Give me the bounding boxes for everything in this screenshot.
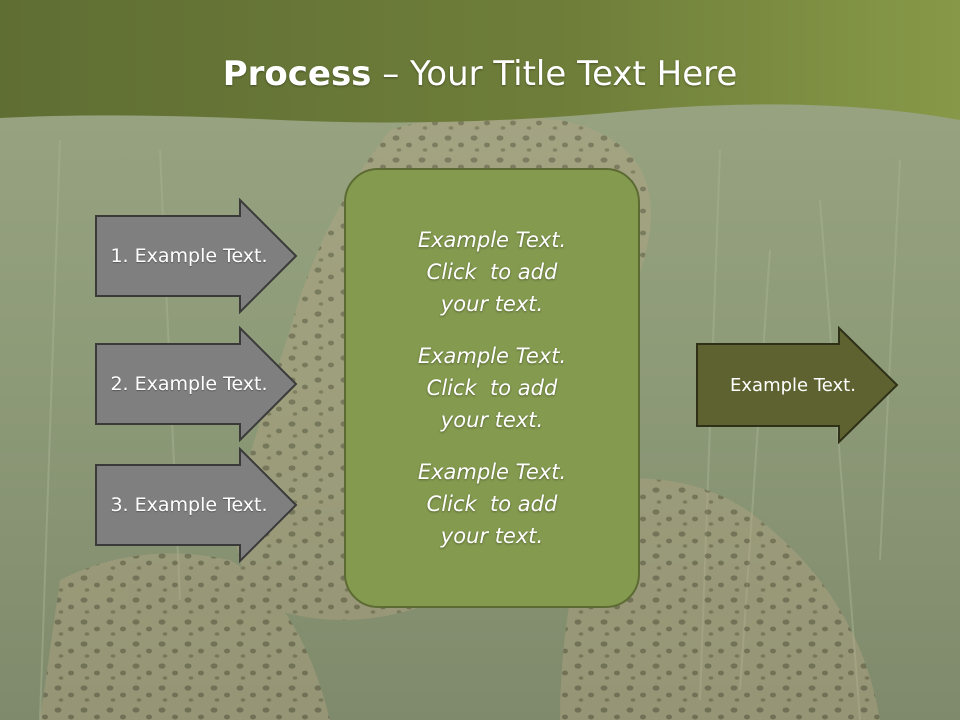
slide-title-rest: – Your Title Text Here [371, 54, 738, 94]
output-arrow[interactable]: Example Text. [695, 326, 901, 444]
output-arrow-label: Example Text. [730, 374, 856, 396]
center-text-line: Click to add [426, 376, 558, 400]
input-arrow-1[interactable]: 1. Example Text. [94, 198, 300, 314]
right-arrow-shape-2 [95, 326, 298, 442]
center-text-line: your text. [440, 408, 544, 432]
center-process-box[interactable]: Example Text. Click to add your text. Ex… [344, 168, 640, 608]
center-text-line: Example Text. [417, 460, 567, 484]
center-text-line: your text. [440, 524, 544, 548]
input-arrow-2[interactable]: 2. Example Text. [94, 326, 300, 442]
slide-title-bold: Process [222, 54, 372, 94]
input-arrow-3-label: 3. Example Text. [110, 494, 268, 516]
center-text-block-1[interactable]: Example Text. Click to add your text. [362, 224, 622, 320]
slide-title[interactable]: Process – Your Title Text Here [0, 52, 960, 96]
input-arrow-3[interactable]: 3. Example Text. [94, 447, 300, 563]
center-text-block-3[interactable]: Example Text. Click to add your text. [362, 456, 622, 552]
right-arrow-shape-3 [95, 447, 298, 563]
right-arrow-shape-1 [95, 198, 298, 314]
center-text-line: your text. [440, 292, 544, 316]
right-arrow-shape-output [696, 326, 899, 444]
center-text-block-2[interactable]: Example Text. Click to add your text. [362, 340, 622, 436]
center-text-line: Example Text. [417, 344, 567, 368]
center-text-line: Click to add [426, 260, 558, 284]
input-arrow-1-label: 1. Example Text. [110, 245, 268, 267]
center-text-line: Example Text. [417, 228, 567, 252]
input-arrow-2-label: 2. Example Text. [110, 373, 268, 395]
center-text-line: Click to add [426, 492, 558, 516]
